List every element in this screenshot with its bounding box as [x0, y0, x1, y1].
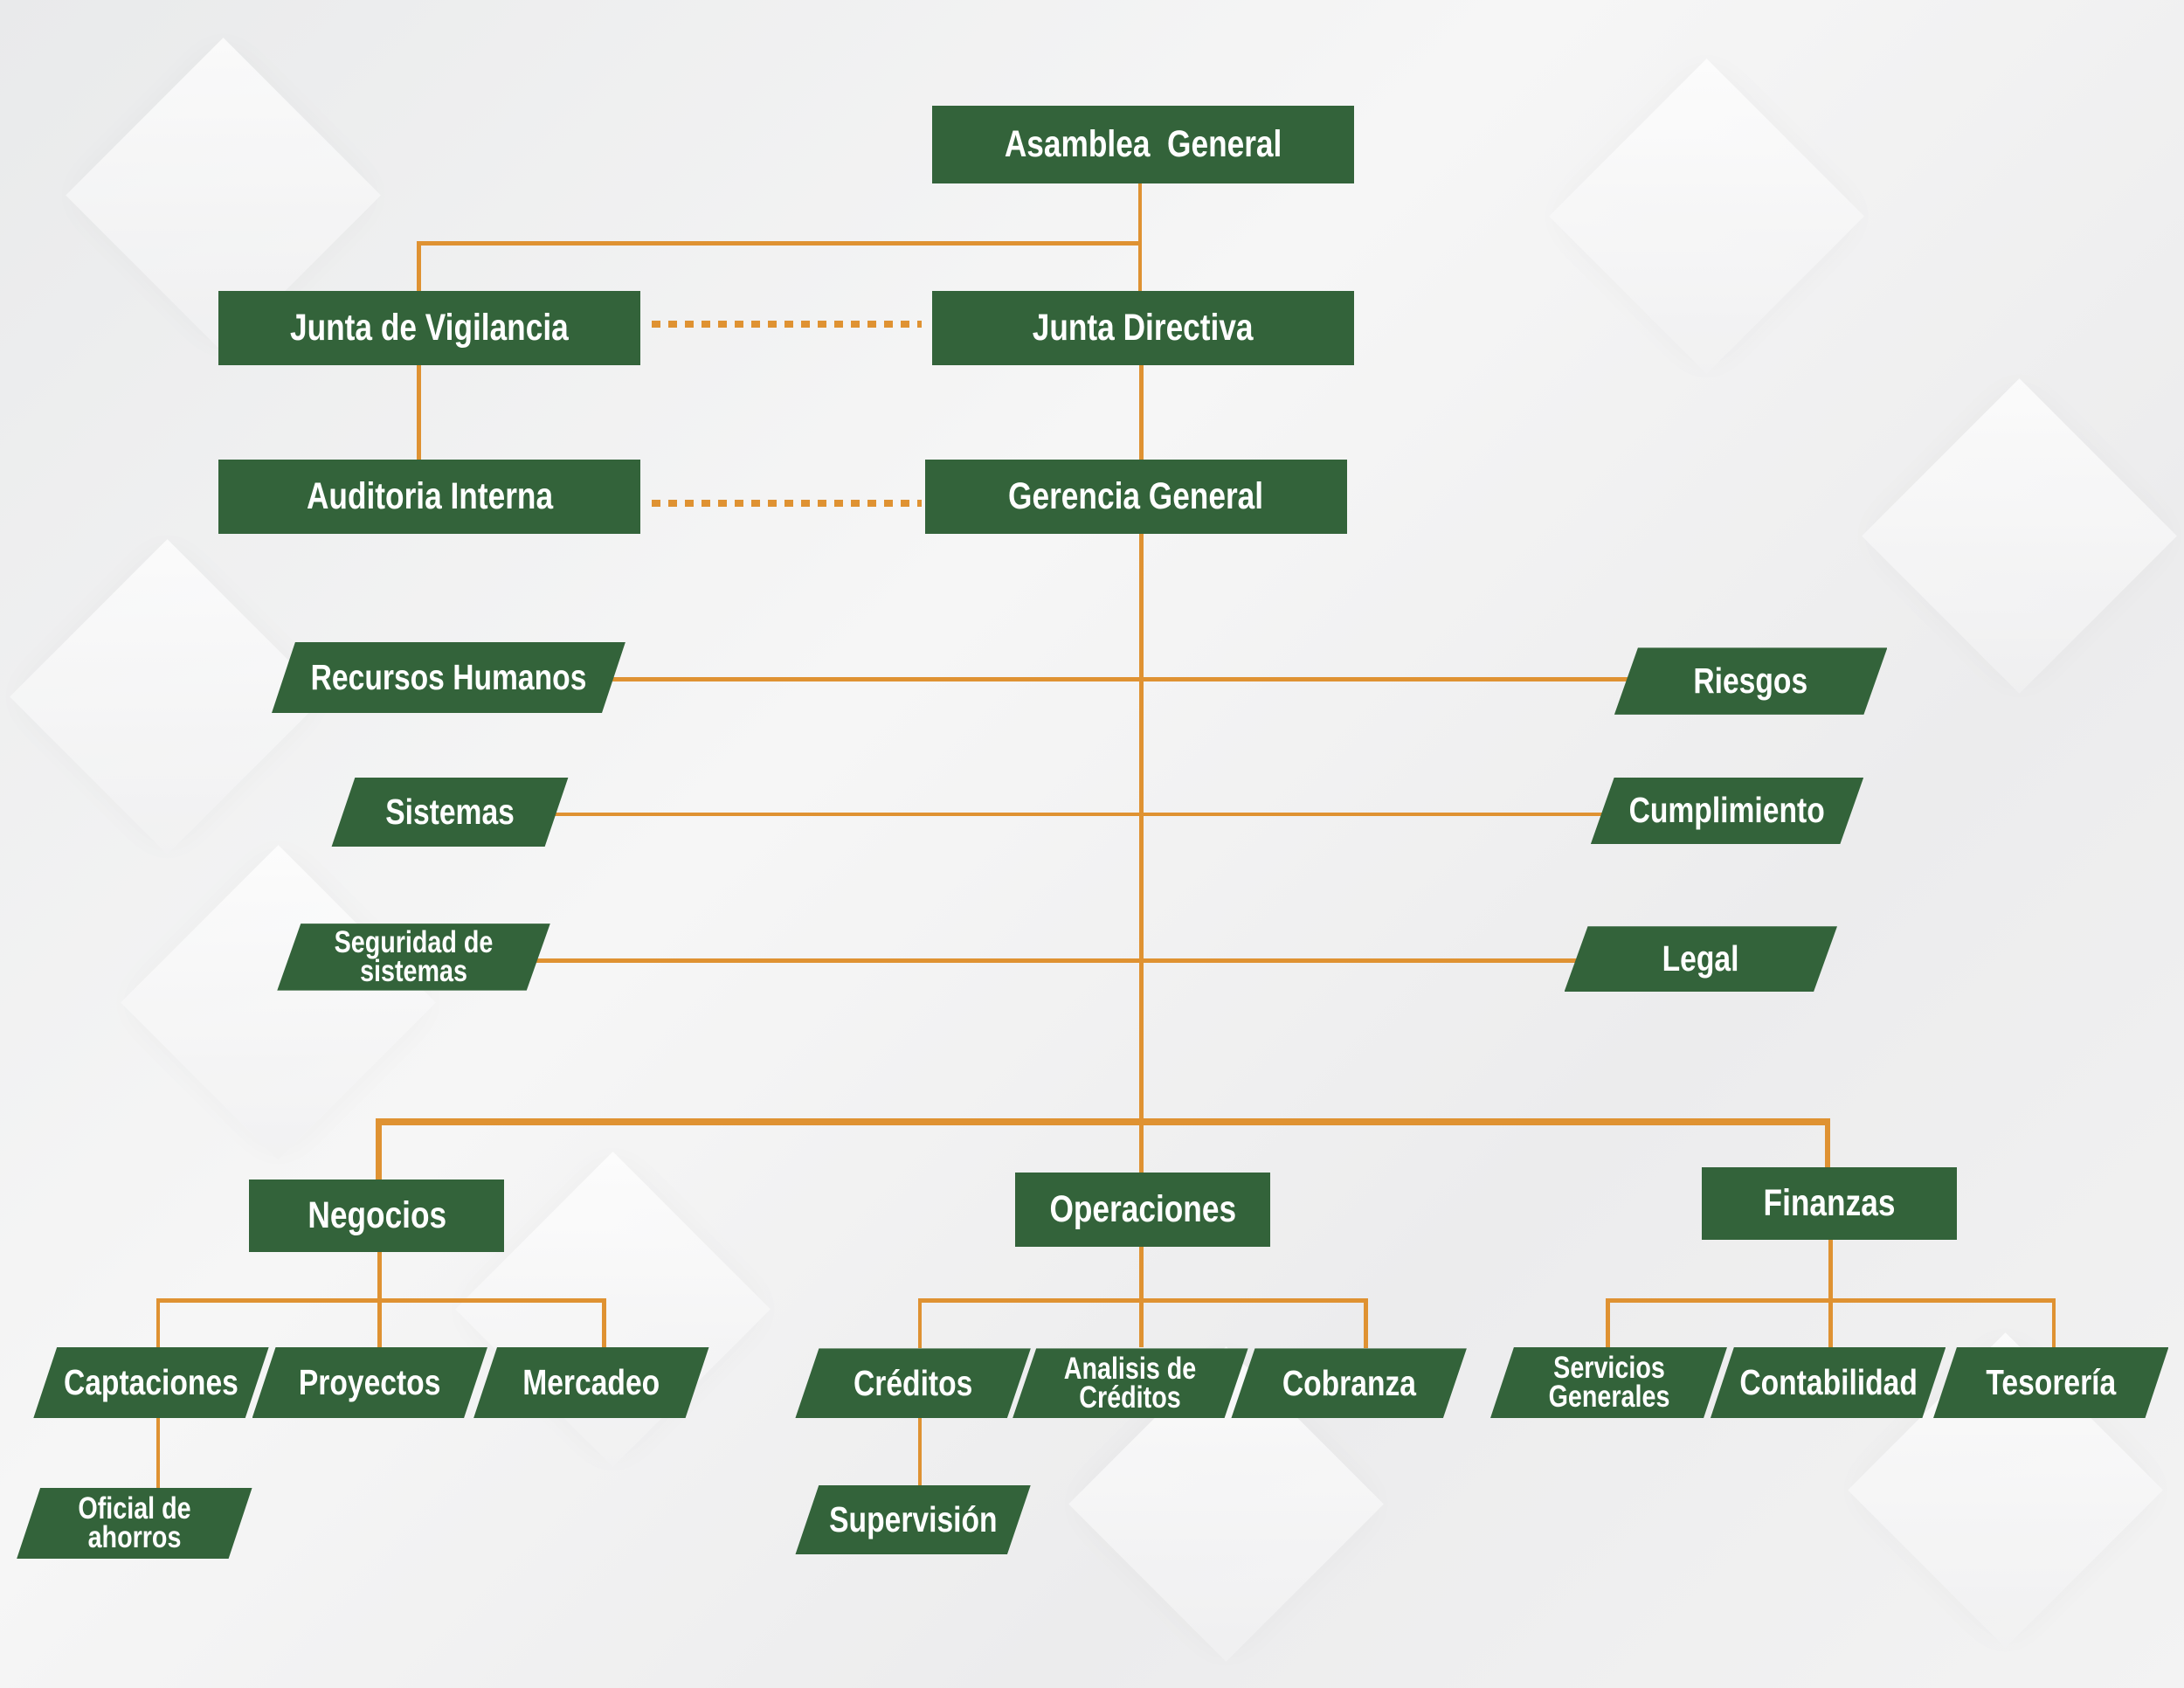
- node-label: Contabilidad: [1738, 1361, 1918, 1402]
- node-proyectos: Proyectos: [252, 1347, 487, 1418]
- connector: [156, 1297, 161, 1347]
- connector: [416, 364, 421, 460]
- connector: [917, 1418, 923, 1485]
- node-asamblea-general: Asamblea General: [931, 106, 1354, 184]
- node-contabilidad: Contabilidad: [1711, 1347, 1946, 1418]
- node-label: Recursos Humanos: [310, 657, 587, 698]
- node-finanzas: Finanzas: [1702, 1167, 1958, 1240]
- connector: [551, 812, 1605, 817]
- background-diamond: [121, 845, 437, 1161]
- node-label: Negocios: [307, 1194, 446, 1237]
- node-gerencia-general: Gerencia General: [924, 460, 1347, 534]
- connector: [1137, 183, 1143, 292]
- node-recursos-humanos: Recursos Humanos: [272, 642, 625, 713]
- node-label: Seguridad de sistemas: [334, 925, 494, 989]
- dotted-connector: [652, 500, 923, 508]
- node-label: Oficial de ahorros: [78, 1491, 191, 1555]
- node-label: Proyectos: [299, 1361, 441, 1402]
- node-cumplimiento: Cumplimiento: [1591, 778, 1864, 845]
- node-supervision: Supervisión: [795, 1485, 1030, 1555]
- node-oficial-ahorros: Oficial de ahorros: [17, 1488, 252, 1559]
- connector: [156, 1418, 161, 1488]
- node-label: Gerencia General: [1008, 474, 1264, 517]
- connector: [1824, 1118, 1831, 1168]
- node-auditoria-interna: Auditoria Interna: [218, 460, 641, 534]
- node-analisis-creditos: Analisis de Créditos: [1013, 1348, 1248, 1418]
- node-junta-vigilancia: Junta de Vigilancia: [218, 291, 641, 365]
- connector: [1139, 1246, 1144, 1347]
- node-label: Mercadeo: [522, 1361, 660, 1402]
- node-label: Riesgos: [1693, 661, 1808, 702]
- connector: [416, 240, 421, 292]
- node-servicios-generales: Servicios Generales: [1490, 1347, 1727, 1418]
- connector: [917, 1297, 923, 1349]
- node-label: Analisis de Créditos: [1064, 1351, 1197, 1415]
- connector: [1606, 1297, 1611, 1347]
- node-label: Servicios Generales: [1548, 1351, 1669, 1415]
- node-cobranza: Cobranza: [1231, 1348, 1466, 1418]
- node-sistemas: Sistemas: [331, 778, 568, 847]
- background-diamond: [1862, 378, 2178, 695]
- connector: [917, 1297, 1368, 1303]
- connector: [1606, 1297, 2056, 1303]
- node-label: Operaciones: [1049, 1188, 1236, 1231]
- node-tesoreria: Tesorería: [1933, 1347, 2168, 1418]
- node-negocios: Negocios: [249, 1180, 505, 1253]
- node-junta-directiva: Junta Directiva: [931, 291, 1354, 365]
- connector: [532, 958, 1580, 963]
- node-label: Auditoria Interna: [306, 474, 553, 517]
- connector: [1139, 364, 1144, 460]
- background-diamond: [1548, 58, 1864, 374]
- connector: [2051, 1297, 2056, 1347]
- node-label: Finanzas: [1763, 1182, 1896, 1225]
- node-legal: Legal: [1565, 926, 1838, 992]
- dotted-connector: [652, 320, 923, 328]
- connector: [1828, 1240, 1834, 1347]
- main-trunk: [1139, 533, 1144, 1175]
- connector: [156, 1297, 606, 1303]
- node-mercadeo: Mercadeo: [473, 1347, 708, 1418]
- node-label: Legal: [1662, 938, 1739, 979]
- node-captaciones: Captaciones: [33, 1347, 268, 1418]
- node-label: Junta de Vigilancia: [290, 306, 570, 349]
- node-label: Sistemas: [385, 792, 515, 833]
- node-label: Cobranza: [1282, 1362, 1416, 1403]
- node-operaciones: Operaciones: [1015, 1173, 1271, 1247]
- node-label: Captaciones: [64, 1361, 238, 1402]
- node-label: Tesorería: [1986, 1361, 2117, 1402]
- connector: [1363, 1297, 1368, 1349]
- node-label: Asamblea General: [1004, 123, 1282, 166]
- node-seguridad-sistemas: Seguridad de sistemas: [277, 924, 550, 991]
- division-bar: [376, 1118, 1831, 1126]
- connector: [601, 1297, 606, 1347]
- connector: [376, 1118, 382, 1180]
- connector: [607, 676, 1633, 681]
- node-creditos: Créditos: [795, 1348, 1030, 1418]
- node-label: Cumplimiento: [1628, 790, 1826, 831]
- connector: [418, 240, 1141, 246]
- node-riesgos: Riesgos: [1614, 647, 1888, 715]
- node-label: Supervisión: [828, 1498, 998, 1539]
- node-label: Junta Directiva: [1032, 306, 1254, 349]
- node-label: Créditos: [853, 1362, 973, 1403]
